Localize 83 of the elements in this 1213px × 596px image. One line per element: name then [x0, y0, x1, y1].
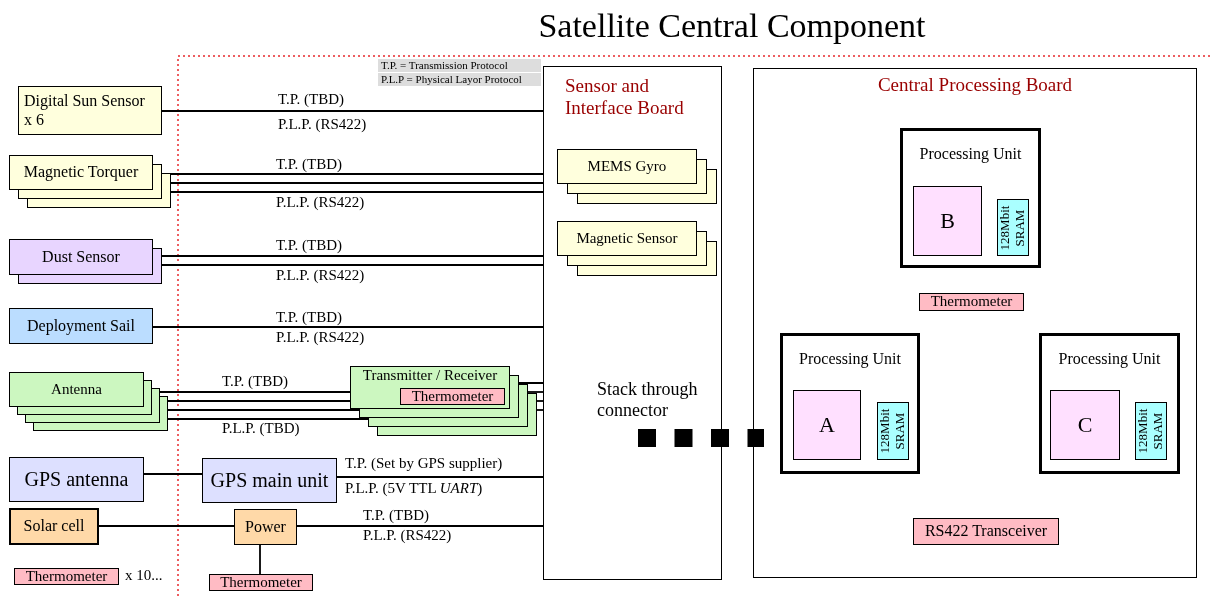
box-label: Magnetic Torquer — [23, 163, 139, 182]
box-label: Processing Unit — [919, 145, 1022, 164]
stacked-box — [557, 149, 717, 204]
connector-line — [336, 476, 544, 478]
protocol-label: T.P. (TBD) — [276, 309, 342, 327]
box-label: Thermometer — [411, 387, 494, 406]
connector-line — [296, 525, 544, 527]
box-label: Central Processing Board — [877, 74, 1073, 96]
chip-label: 128Mbit SRAM — [998, 204, 1028, 252]
component-box — [1050, 390, 1120, 460]
component-box — [780, 333, 920, 474]
chip-label: 128Mbit SRAM — [1136, 407, 1166, 456]
component-box — [14, 568, 119, 585]
box-label: C — [1077, 412, 1093, 438]
box-label: Processing Unit — [1058, 350, 1161, 369]
legend-note: P.L.P = Physical Layor Protocol — [378, 73, 541, 86]
protocol-label: T.P. (TBD) — [276, 237, 342, 255]
box-label: Magnetic Sensor — [576, 229, 678, 248]
box-label: Thermometer — [25, 567, 108, 586]
component-box — [18, 86, 162, 135]
connector-line — [143, 473, 203, 475]
protocol-label: T.P. (Set by GPS supplier) — [345, 455, 503, 473]
connector-line — [170, 191, 544, 193]
component-box — [913, 186, 982, 256]
component-box — [919, 293, 1024, 311]
component-box — [793, 390, 861, 460]
component-box — [202, 458, 337, 503]
protocol-label: P.L.P. (RS422) — [363, 527, 452, 545]
protocol-label: T.P. (TBD) — [222, 373, 288, 391]
protocol-label: T.P. (TBD) — [363, 507, 429, 525]
component-box — [9, 308, 153, 344]
component-box — [234, 509, 297, 545]
protocol-label: T.P. (TBD) — [278, 91, 344, 109]
stacked-box — [557, 221, 717, 276]
box-label: Antenna — [51, 380, 102, 399]
component-box — [913, 518, 1059, 545]
connector-line — [167, 418, 369, 420]
component-box — [1039, 333, 1180, 474]
box-label: GPS antenna — [24, 468, 129, 491]
box-label: Power — [245, 517, 286, 537]
stacked-box — [9, 372, 168, 431]
box-label: Transmitter / Receiver — [362, 367, 498, 385]
component-box — [753, 68, 1197, 578]
box-label: RS422 Transceiver — [924, 522, 1048, 541]
stacked-box — [9, 239, 162, 284]
protocol-label: P.L.P. (TBD) — [222, 420, 300, 438]
box-label: Deployment Sail — [27, 316, 135, 336]
stacked-box — [9, 155, 171, 208]
connector-line — [161, 264, 544, 266]
box-label: Thermometer — [930, 293, 1013, 311]
component-box — [9, 457, 144, 502]
box-label: Solar cell — [23, 517, 85, 536]
protocol-label: P.L.P. (RS422) — [276, 329, 365, 347]
component-box — [900, 128, 1041, 268]
connector-line — [536, 409, 544, 411]
box-label: B — [940, 208, 955, 234]
component-box — [543, 66, 722, 580]
connector-line — [152, 326, 544, 328]
protocol-label: P.L.P. (RS422) — [276, 194, 365, 212]
connector-line — [98, 525, 235, 527]
quantity-note: x 10... — [125, 567, 163, 585]
box-label: GPS main unit — [210, 469, 329, 492]
box-label: Processing Unit — [799, 350, 901, 369]
connector-label: Stack through connector — [597, 379, 699, 421]
connector-line — [259, 544, 261, 575]
box-label: Dust Sensor — [42, 247, 120, 267]
box-label: Digital Sun Sensor x 6 — [24, 92, 146, 129]
component-box — [9, 508, 99, 545]
protocol-label: T.P. (TBD) — [276, 156, 342, 174]
component-box — [209, 574, 313, 591]
box-label: Sensor and Interface Board — [565, 75, 685, 119]
box-label: MEMS Gyro — [587, 157, 667, 176]
chip-label: 128Mbit SRAM — [878, 407, 908, 456]
component-box — [400, 388, 505, 405]
protocol-label: P.L.P. (RS422) — [276, 267, 365, 285]
legend-note: T.P. = Transmission Protocol — [378, 59, 541, 72]
diagram-title: Satellite Central Component — [538, 6, 926, 46]
protocol-label: P.L.P. (RS422) — [278, 116, 367, 134]
protocol-label: P.L.P. (5V TTL UART) — [345, 480, 483, 498]
stacked-box — [350, 366, 537, 436]
box-label: A — [819, 412, 835, 438]
box-label: Thermometer — [220, 573, 302, 592]
connector-line — [161, 110, 544, 112]
